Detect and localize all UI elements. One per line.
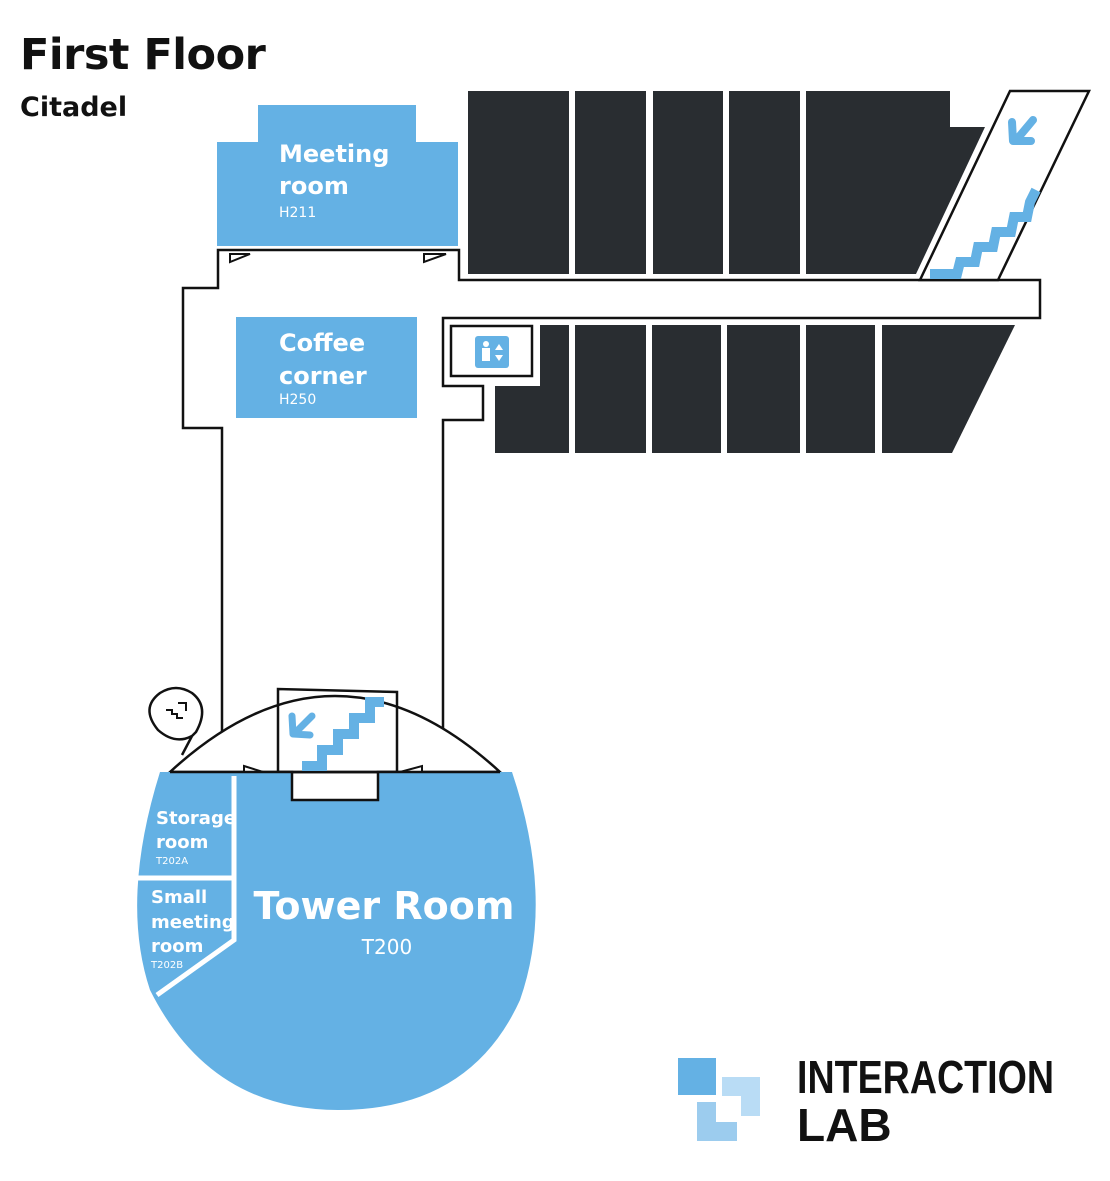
coffee-corner-code: H250: [279, 392, 316, 408]
down-arrow-icon: [1008, 116, 1037, 145]
room-coffee-corner-h250[interactable]: Coffee corner H250: [236, 317, 417, 418]
meeting-room-label-2: room: [279, 172, 349, 200]
small-meeting-label-2: meeting: [151, 912, 235, 933]
elevator-icon: [475, 336, 509, 368]
down-arrow-icon: [288, 712, 316, 739]
tower-room-label: Tower Room: [254, 884, 515, 928]
dark-rooms-top: [468, 91, 985, 274]
door-mark: [229, 253, 251, 264]
storage-room-code: T202A: [155, 856, 188, 867]
small-meeting-code: T202B: [150, 960, 183, 971]
room-storage-t202a[interactable]: Storage room T202A: [155, 808, 236, 867]
room-small-meeting-t202b[interactable]: Small meeting room T202B: [150, 887, 235, 971]
escalator-marker[interactable]: [148, 686, 204, 756]
dark-room: [729, 91, 800, 274]
building-subtitle: Citadel: [20, 92, 128, 123]
elevator[interactable]: [449, 324, 534, 378]
dark-room: [495, 325, 569, 453]
dark-room: [575, 325, 646, 453]
interaction-lab-logo: INTERACTION LAB: [678, 1051, 1054, 1151]
small-meeting-label-1: Small: [151, 887, 207, 908]
stairs-top-right[interactable]: [918, 89, 1091, 282]
tower-stairs[interactable]: [276, 687, 399, 774]
door-mark: [423, 253, 447, 264]
storage-room-label-1: Storage: [156, 808, 236, 829]
dark-room: [882, 325, 1015, 453]
room-tower-t200[interactable]: Tower Room T200: [254, 884, 515, 959]
coffee-corner-label-1: Coffee: [279, 329, 365, 357]
meeting-room-code: H211: [279, 205, 316, 221]
dark-room: [727, 325, 800, 453]
logo-text-line2: LAB: [797, 1099, 892, 1151]
tower-room-group: [136, 764, 536, 1110]
dark-room: [652, 325, 721, 453]
meeting-room-label-1: Meeting: [279, 140, 389, 168]
room-meeting-h211[interactable]: Meeting room H211: [217, 105, 458, 246]
escalator-icon: [166, 702, 187, 719]
floor-title: First Floor: [20, 30, 266, 80]
dark-room: [653, 91, 723, 274]
small-meeting-label-3: room: [151, 936, 203, 957]
dark-room: [468, 91, 569, 274]
dark-room: [806, 325, 875, 453]
storage-room-label-2: room: [156, 832, 208, 853]
tower-room-code: T200: [361, 935, 412, 959]
stairs-icon: [302, 697, 384, 771]
logo-text-line1: INTERACTION: [797, 1051, 1054, 1103]
dark-room: [575, 91, 646, 274]
dark-room: [806, 91, 985, 274]
stairs-icon: [930, 187, 1041, 279]
coffee-corner-label-2: corner: [279, 362, 367, 390]
dark-rooms-bottom: [495, 325, 1015, 453]
